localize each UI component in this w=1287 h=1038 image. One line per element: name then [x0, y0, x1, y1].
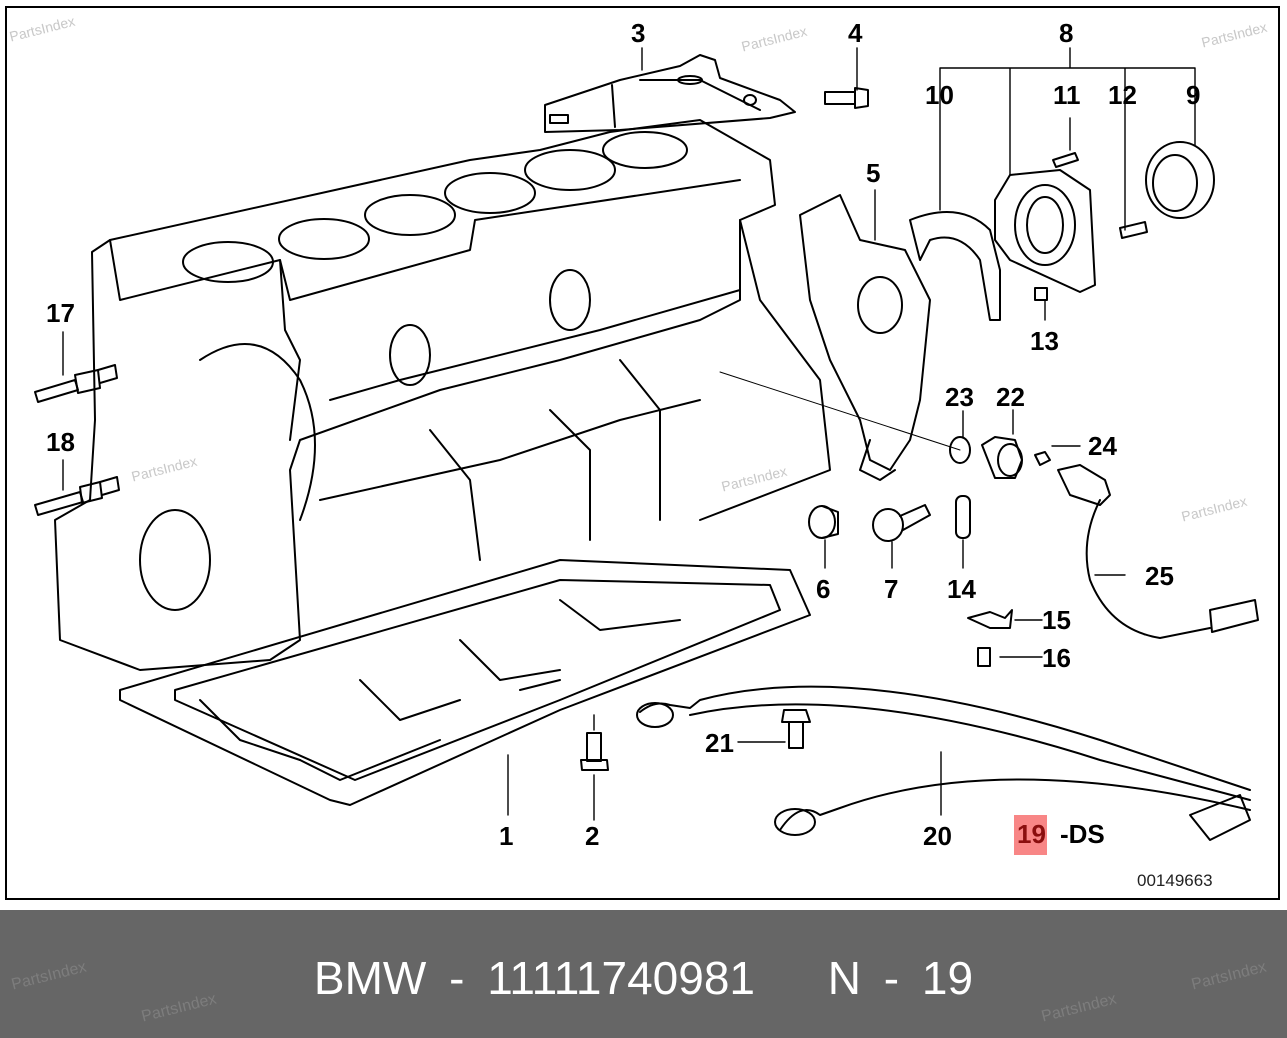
- plug-6-drawing: [808, 505, 839, 539]
- stud-17-drawing: [34, 364, 118, 403]
- position-number: 19: [921, 952, 974, 1004]
- brand-name: BMW: [313, 952, 427, 1004]
- callout-19-highlighted[interactable]: 19: [1014, 815, 1047, 855]
- part-number[interactable]: 11111740981: [487, 952, 755, 1004]
- oil-pan-gasket-drawing: [119, 559, 811, 806]
- callout-3[interactable]: 3: [631, 18, 646, 48]
- part-info-footer: PartsIndex PartsIndex PartsIndex PartsIn…: [0, 910, 1287, 1038]
- caption-separator: -: [449, 952, 465, 1004]
- bolt-4-drawing: [824, 87, 869, 109]
- callout-16[interactable]: 16: [1042, 643, 1071, 673]
- radial-seal-drawing: [1145, 141, 1215, 219]
- callout-10[interactable]: 10: [925, 80, 954, 110]
- sensor-housing-drawing: [981, 436, 1023, 479]
- sleeve-14-drawing: [955, 495, 971, 539]
- stud-18-drawing: [34, 476, 120, 516]
- timing-cover-gasket-drawing: [799, 194, 931, 481]
- crank-sensor-25-drawing: [1057, 464, 1259, 639]
- callout-24[interactable]: 24: [1088, 431, 1117, 461]
- o-ring-drawing: [949, 436, 971, 464]
- position-separator: -: [883, 952, 900, 1004]
- callout-5[interactable]: 5: [866, 158, 881, 188]
- callout-20[interactable]: 20: [923, 821, 952, 851]
- position-label: N: [827, 952, 862, 1004]
- callout-1[interactable]: 1: [499, 821, 514, 851]
- callout-25[interactable]: 25: [1145, 561, 1174, 591]
- leader-line: [719, 371, 961, 451]
- drawing-number: 00149663: [1137, 871, 1213, 890]
- callout-9[interactable]: 9: [1186, 80, 1201, 110]
- callout-2[interactable]: 2: [585, 821, 600, 851]
- bracket-drawing: [544, 54, 796, 133]
- callout-17[interactable]: 17: [46, 298, 75, 328]
- callout-18[interactable]: 18: [46, 427, 75, 457]
- holder-15-drawing: [967, 609, 1013, 629]
- part-caption: BMW - 11111740981 N - 19: [0, 955, 1287, 1001]
- screw-plug-7-drawing: [872, 504, 931, 542]
- screw-16-drawing: [977, 647, 991, 667]
- parts-diagram: 3 4 8 10 11 12 9 5 13 17 18 23 22 24 25 …: [5, 6, 1280, 900]
- rear-seal-gasket-drawing: [909, 211, 1001, 321]
- bolts-11-12-13-drawing: [1034, 152, 1148, 301]
- callout-11[interactable]: 11: [1053, 80, 1081, 110]
- callout-12[interactable]: 12: [1108, 80, 1137, 110]
- bolt-2-drawing: [580, 732, 609, 771]
- exploded-engine-drawing: [34, 47, 1259, 841]
- callout-23[interactable]: 23: [945, 382, 974, 412]
- bolt-21-drawing: [781, 709, 811, 749]
- engine-block-drawing: [54, 119, 831, 671]
- callout-7[interactable]: 7: [884, 574, 899, 604]
- callout-19-suffix: -DS: [1060, 819, 1105, 849]
- callout-8[interactable]: 8: [1059, 18, 1074, 48]
- callout-13[interactable]: 13: [1030, 326, 1059, 356]
- callout-leaders: [62, 47, 1196, 821]
- callout-15[interactable]: 15: [1042, 605, 1071, 635]
- callout-22[interactable]: 22: [996, 382, 1025, 412]
- rear-seal-carrier-drawing: [994, 169, 1096, 293]
- callout-4[interactable]: 4: [848, 18, 863, 48]
- callout-14[interactable]: 14: [947, 574, 976, 604]
- callout-6[interactable]: 6: [816, 574, 831, 604]
- knock-sensor-harness-drawing: [636, 685, 1251, 841]
- callout-21[interactable]: 21: [705, 728, 734, 758]
- diagram-frame: [5, 6, 1280, 900]
- sleeve-24-drawing: [1034, 451, 1051, 466]
